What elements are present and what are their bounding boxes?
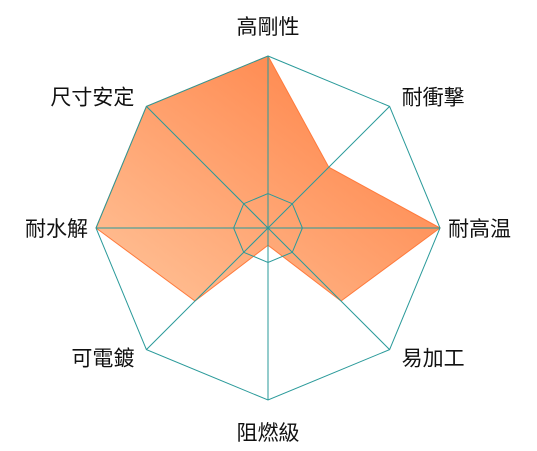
- axis-label-6: 可電鍍: [71, 347, 134, 371]
- axis-label-7: 耐水解: [25, 217, 88, 241]
- grid-layer: [95, 55, 441, 401]
- axis-label-2: 耐衝撃: [402, 85, 465, 109]
- grid-spoke-8: [146, 106, 269, 229]
- axis-label-3: 耐高温: [448, 217, 511, 241]
- grid-spoke-6: [146, 227, 269, 350]
- axis-label-5: 阻燃級: [237, 421, 300, 445]
- axis-label-1: 高剛性: [237, 15, 300, 39]
- axis-label-4: 易加工: [402, 347, 465, 371]
- axis-label-8: 尺寸安定: [50, 85, 134, 109]
- grid-spoke-4: [267, 227, 390, 350]
- grid-spoke-2: [267, 106, 390, 229]
